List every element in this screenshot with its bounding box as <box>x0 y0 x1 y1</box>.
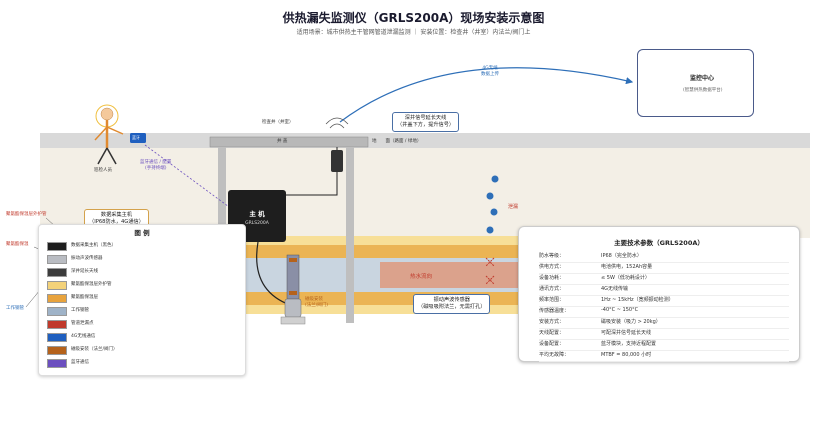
person-arm-left <box>94 126 108 141</box>
legend-swatch <box>47 320 67 329</box>
param-row: 设备功耗：≤ 5W（低功耗设计） <box>539 273 789 285</box>
well-right-wall <box>346 147 354 323</box>
monitor-center-box <box>637 49 754 117</box>
label-outer-jacket: 聚氨酯保温层外护管 <box>6 212 47 217</box>
person-leg-right <box>106 147 117 165</box>
param-row: 安装方式：磁吸安装（吸力 > 20kg） <box>539 317 789 329</box>
signal-wave-2 <box>325 117 349 125</box>
legend-item: 聚氨酯保温层 <box>47 293 237 303</box>
legend-swatch <box>47 307 67 316</box>
legend-item: 数据采集主机（黑色） <box>47 241 237 251</box>
sensor-magnet-top <box>289 258 297 262</box>
well-label: 检查井（井室） <box>262 120 294 125</box>
legend-item: 管道泄漏点 <box>47 319 237 329</box>
page-title: 供热漏失监测仪（GRLS200A）现场安装示意图 <box>282 11 545 25</box>
legend-item: 深井延长天线 <box>47 267 237 277</box>
legend-title: 图 例 <box>134 229 150 237</box>
param-row: 传感器温度：-40°C ~ 150°C <box>539 306 789 318</box>
param-row: 供电方式：电池供电，152Ah容量 <box>539 262 789 274</box>
hot-water-label: 热水流向 <box>410 274 433 280</box>
tech-params-panel: 主要技术参数（GRLS200A） 防水等级：IP68（完全防水） 供电方式：电池… <box>518 226 800 362</box>
bluetooth-terminal <box>130 133 146 143</box>
legend-swatch <box>47 294 67 303</box>
leader-work-pipe <box>25 289 41 308</box>
person-arm-right <box>106 126 124 135</box>
antenna-body <box>331 150 343 172</box>
bluetooth-callout: 蓝牙通信 / 配置 (手持终端) <box>140 160 172 171</box>
leak-bubble-1 <box>491 175 499 183</box>
host-model: GRLS200A <box>245 221 269 226</box>
monitor-center-label: 监控中心 <box>690 75 715 82</box>
well-cover-frame <box>209 136 369 148</box>
legend-item: 振动声波传感器 <box>47 254 237 264</box>
wireless-label: 4G无线 数据上传 <box>481 66 499 77</box>
legend-item: 聚氨酯保温层外护管 <box>47 280 237 290</box>
leak-crack-1 <box>485 257 495 267</box>
host-title: 主 机 <box>249 210 265 218</box>
param-row: 天线配置：可配深井信号延长天线 <box>539 328 789 340</box>
legend-swatch <box>47 255 67 264</box>
bluetooth-badge: 蓝牙 <box>132 135 140 140</box>
signal-wave-1 <box>329 123 345 129</box>
sensor-cable <box>256 241 291 306</box>
legend-item: 4G无线通信 <box>47 332 237 342</box>
param-row: 设备配置：蓝牙模块，支持近程配置 <box>539 339 789 351</box>
param-row: 平均无故障：MTBF = 80,000 小时 <box>539 350 789 362</box>
ground-band <box>40 133 810 148</box>
ground-label: 地 面（路面 / 绿地） <box>372 139 422 144</box>
leak-crack-2 <box>485 257 495 267</box>
param-row: 通讯方式：4G无线传输 <box>539 284 789 296</box>
legend-swatch <box>47 268 67 277</box>
leak-bubble-4 <box>486 226 494 234</box>
param-row: 防水等级：IP68（完全防水） <box>539 251 789 263</box>
monitor-center-sub: (智慧供热数据平台) <box>683 88 723 93</box>
well-cover-label: 井 盖 <box>277 139 288 144</box>
leak-crack-4 <box>485 275 495 285</box>
sensor-body <box>284 298 302 318</box>
sensor-magnet-bottom <box>289 291 297 295</box>
label-work-pipe: 工作钢管 <box>6 306 24 311</box>
param-row: 频率范围：1Hz ~ 15kHz（宽频振动检测） <box>539 295 789 307</box>
sensor-base <box>280 316 306 325</box>
legend-swatch <box>47 359 67 368</box>
antenna-cable-down <box>285 172 338 196</box>
sensor-mount-label: 磁吸安装 (法兰/阀门) <box>305 297 329 308</box>
tech-params-title: 主要技术参数（GRLS200A） <box>614 239 704 247</box>
legend-panel: 图 例 数据采集主机（黑色） 振动声波传感器 深井延长天线 聚氨酯保温层外护管 … <box>38 224 246 376</box>
person-head <box>100 107 114 121</box>
soil-area <box>40 148 810 238</box>
leak-bubble-3 <box>490 208 498 216</box>
person-label: 巡检人员 <box>94 168 112 173</box>
legend-item: 工作钢管 <box>47 306 237 316</box>
antenna-callout: 深井信号延长天线 （井盖下方，提升信号） <box>392 112 460 132</box>
person-leg-left <box>97 147 108 165</box>
legend-item: 蓝牙通信 <box>47 358 237 368</box>
leak-crack-3 <box>485 275 495 285</box>
legend-item: 磁吸安装（法兰/阀门） <box>47 345 237 355</box>
sensor-callout: 振动声波传感器 （磁吸吸附法兰，无需打孔） <box>413 294 491 314</box>
leak-bubble-2 <box>486 192 494 200</box>
legend-swatch <box>47 333 67 342</box>
legend-swatch <box>47 346 67 355</box>
leak-label: 泄漏 <box>508 204 519 210</box>
page-subtitle: 适用场景：城市供热主干管网管道泄漏监测 ｜ 安装位置：检查井（井室）内法兰/阀门… <box>296 29 531 36</box>
wireless-link-arrow <box>339 67 634 123</box>
legend-swatch <box>47 281 67 290</box>
legend-swatch <box>47 242 67 251</box>
label-insulation: 聚氨酯保温 <box>6 242 29 247</box>
